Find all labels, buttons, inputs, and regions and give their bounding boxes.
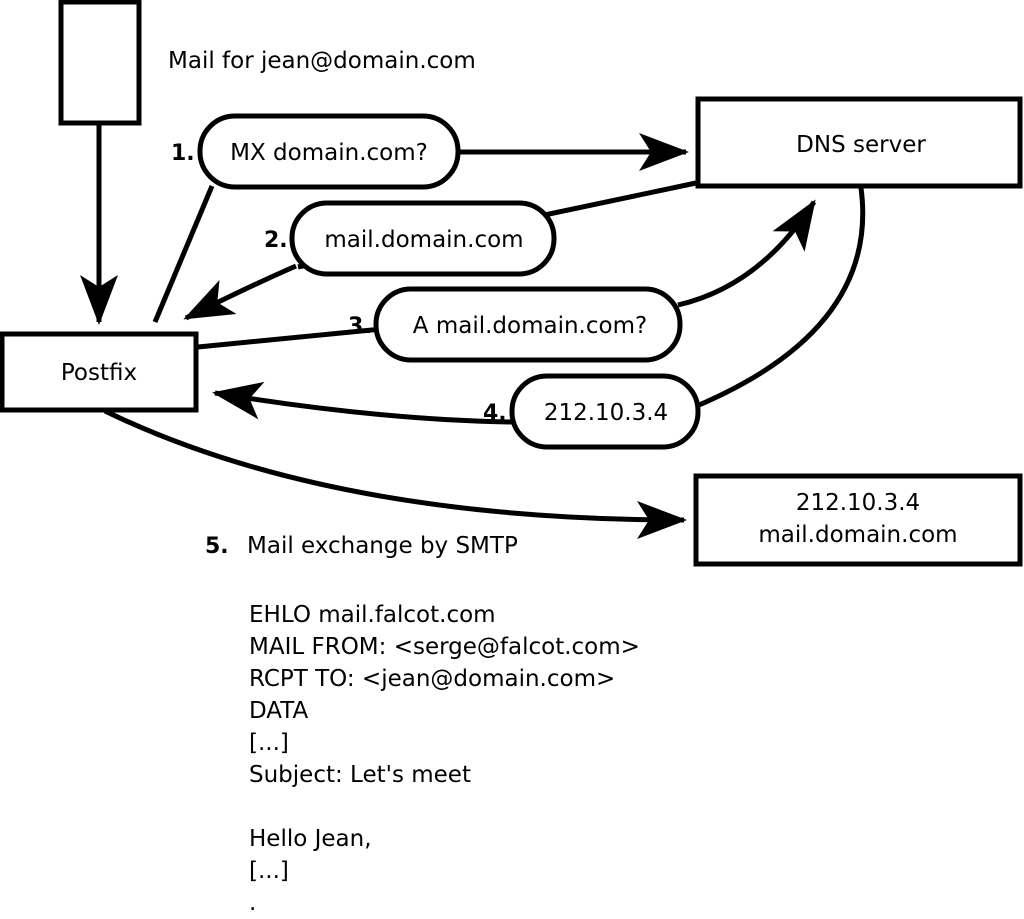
transcript-line-1: MAIL FROM: <serge@falcot.com> [249,634,640,660]
node-postfix-label: Postfix [61,360,137,386]
connector-postfix-to-target [103,408,688,539]
step-bubble-3: A mail.domain.com? 3. [348,286,683,363]
step-4-bubble-shape [509,373,701,450]
step-bubble-2: mail.domain.com 2. [264,200,557,277]
transcript-line-5: Subject: Let's meet [249,762,471,788]
node-target-line1: 212.10.3.4 [796,490,920,516]
step-3-bubble-shape [373,286,683,363]
step-2-label: mail.domain.com [324,227,523,253]
step-1-number: 1. [171,141,195,166]
caption-step-number: 5. [205,534,229,559]
connector-postfix-to-step3 [197,326,383,350]
connector-postfix-to-step1 [152,185,215,323]
node-sender-box [58,0,142,126]
step-1-bubble-shape [197,113,461,190]
step-2-number: 2. [264,228,288,253]
transcript-line-3: DATA [249,698,309,724]
node-postfix-box [0,331,199,413]
transcript-line-9: . [249,890,256,916]
step-4-number: 4. [483,401,507,426]
node-dns-box [695,96,1023,189]
transcript-line-2: RCPT TO: <jean@domain.com> [249,666,615,692]
node-dns-server: DNS server [695,96,1023,189]
transcript-line-4: [...] [249,730,289,756]
smtp-transcript: EHLO mail.falcot.com MAIL FROM: <serge@f… [249,602,640,916]
step-2-bubble-shape [289,200,557,277]
transcript-line-0: EHLO mail.falcot.com [249,602,496,628]
connector-step3-to-dns [677,199,817,308]
step-1-label: MX domain.com? [230,140,428,166]
transcript-line-8: [...] [249,858,289,884]
step-4-label: 212.10.3.4 [544,400,668,426]
node-target-line2: mail.domain.com [758,522,957,548]
node-target-mailserver: 212.10.3.4 mail.domain.com [693,473,1023,567]
connector-step2-to-postfix [183,263,297,321]
node-postfix: Postfix [0,331,199,413]
step-3-number: 3. [348,314,372,339]
node-dns-label: DNS server [796,132,926,158]
connector-step4-to-postfix [212,381,513,425]
step-3-label: A mail.domain.com? [413,313,647,339]
caption-step-label: Mail exchange by SMTP [247,533,518,559]
connector-dns-to-step4 [691,187,866,411]
step-bubble-4: 212.10.3.4 4. [483,373,701,450]
node-target-box [693,473,1023,567]
transcript-line-7: Hello Jean, [249,826,372,852]
step-bubble-1: MX domain.com? 1. [171,113,461,190]
diagram-title: Mail for jean@domain.com [168,48,476,74]
